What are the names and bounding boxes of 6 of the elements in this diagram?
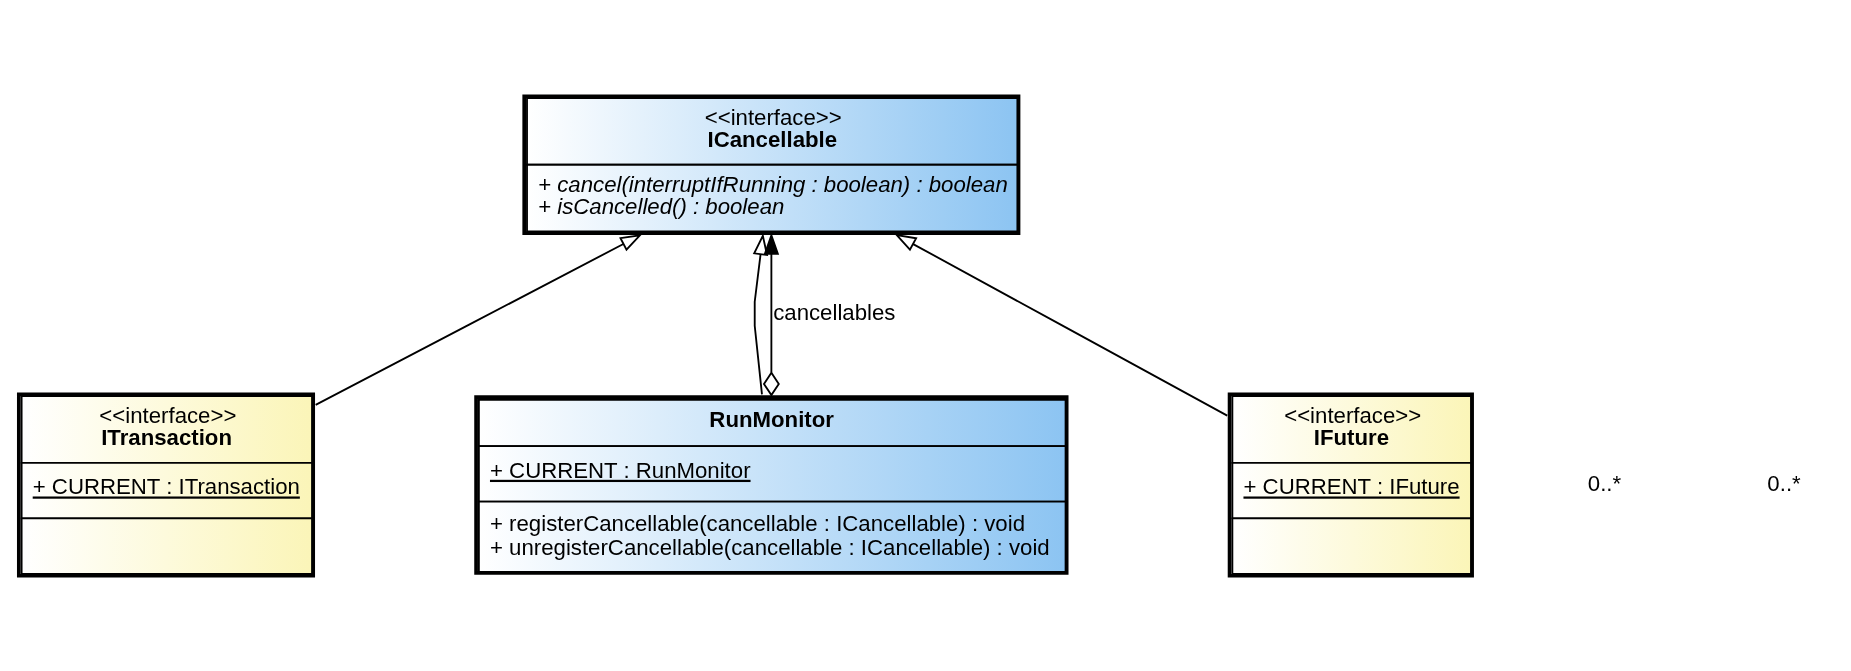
label: 0..* — [1767, 470, 1801, 496]
label: 0..* — [1587, 470, 1622, 496]
arrow — [894, 233, 1229, 417]
arrow — [314, 233, 643, 406]
arrow — [752, 232, 769, 395]
edge-label: cancellables — [773, 299, 896, 325]
